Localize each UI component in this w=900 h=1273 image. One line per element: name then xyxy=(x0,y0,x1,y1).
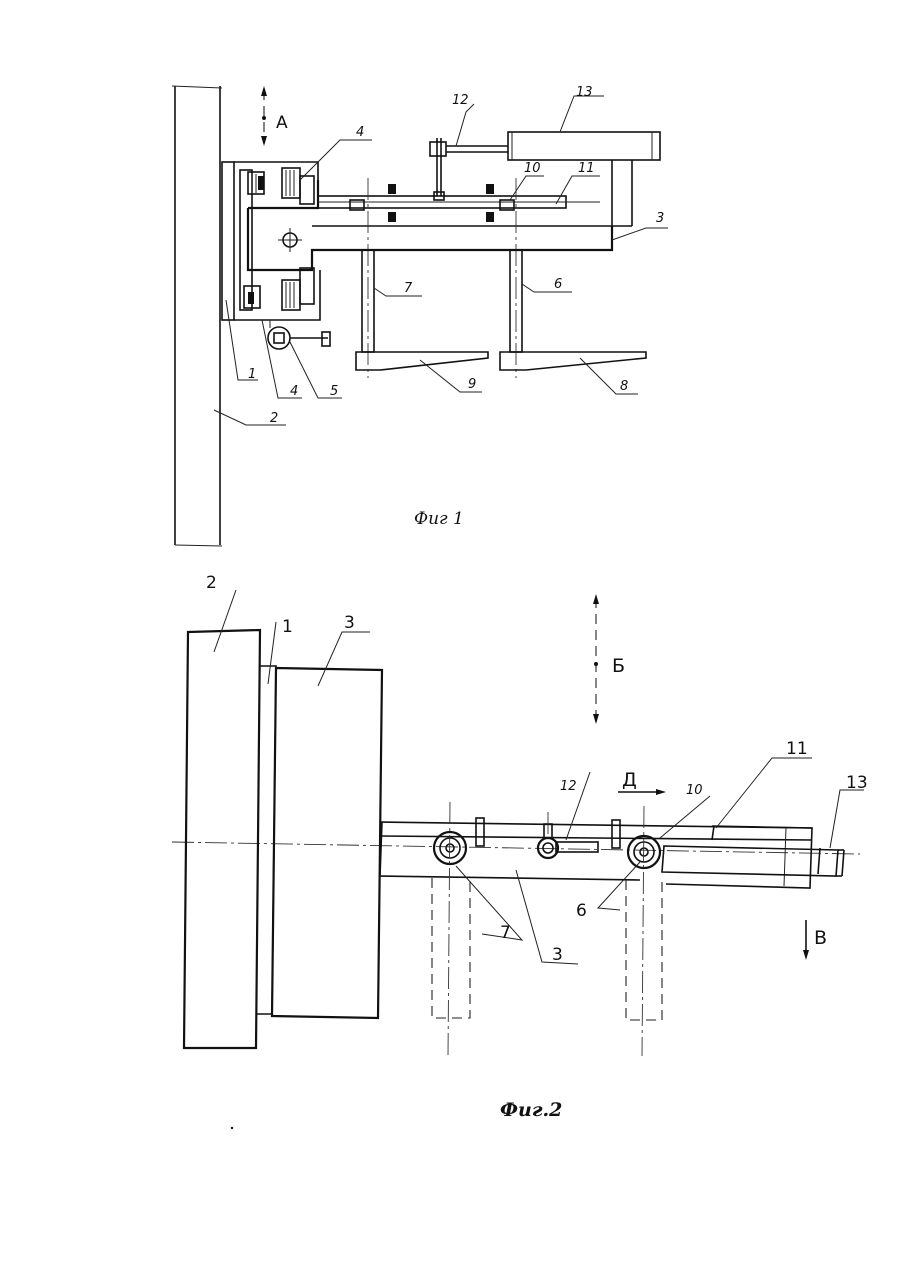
beam-3-body xyxy=(272,668,382,1018)
label-6: 6 xyxy=(576,901,587,921)
beam-3-arm xyxy=(380,822,812,880)
main-beam-3 xyxy=(248,180,612,270)
label-3-bottom: 3 xyxy=(552,945,563,965)
carriage-plate xyxy=(222,162,234,320)
upper-roller-assembly xyxy=(248,168,314,204)
direction-arrow-a xyxy=(261,86,267,146)
column-bottom-break xyxy=(175,545,222,546)
arrow-a-label: A xyxy=(276,113,288,133)
label-2: 2 xyxy=(270,411,278,426)
fork-8 xyxy=(500,352,646,370)
cylinder-assembly xyxy=(430,132,660,200)
label-7: 7 xyxy=(404,281,413,296)
figure-2-caption: Фиг.2 xyxy=(500,1099,562,1121)
label-13: 13 xyxy=(576,85,593,100)
figure-2: 2 1 3 Б 12 Д 10 11 13 6 В 7 3 Фиг.2 xyxy=(172,573,868,1121)
label-7: 7 xyxy=(500,923,511,943)
arrow-d-label: Д xyxy=(622,769,637,791)
lower-roller-assembly xyxy=(244,268,314,310)
direction-arrow-v xyxy=(803,920,809,960)
label-1: 1 xyxy=(248,367,256,382)
arrow-v-label: В xyxy=(814,927,827,949)
roller-5 xyxy=(268,320,330,349)
label-10: 10 xyxy=(524,161,541,176)
label-3: 3 xyxy=(656,211,664,226)
label-12: 12 xyxy=(452,93,469,108)
tine-7-hidden xyxy=(432,878,470,1018)
rod-12 xyxy=(556,842,598,852)
stray-mark xyxy=(231,1127,233,1129)
label-3-top: 3 xyxy=(344,613,355,633)
arrow-b-label: Б xyxy=(612,655,625,677)
label-2: 2 xyxy=(206,573,217,593)
label-11: 11 xyxy=(578,161,595,176)
label-1: 1 xyxy=(282,617,293,637)
column-top-break xyxy=(172,86,222,88)
label-6: 6 xyxy=(554,277,562,292)
label-8: 8 xyxy=(620,379,628,394)
label-13: 13 xyxy=(846,773,868,793)
label-9: 9 xyxy=(468,377,476,392)
label-4-upper: 4 xyxy=(356,125,364,140)
clamp-right xyxy=(612,820,620,848)
tine-6-hidden xyxy=(626,880,662,1020)
guide-rail xyxy=(240,170,252,310)
label-10: 10 xyxy=(686,783,703,798)
figure-1-caption: Фиг 1 xyxy=(414,509,464,529)
clamp-left xyxy=(476,818,484,846)
label-5: 5 xyxy=(330,384,338,399)
figure-1: A 4 12 13 10 11 3 7 6 9 8 1 4 5 2 Фиг 1 xyxy=(172,85,668,546)
label-12: 12 xyxy=(560,779,577,794)
label-4-lower: 4 xyxy=(290,384,298,399)
label-11: 11 xyxy=(786,739,808,759)
rack-11 xyxy=(666,826,812,888)
leaders-fig2 xyxy=(214,590,864,964)
direction-arrow-b xyxy=(593,594,599,724)
column-2 xyxy=(184,630,260,1048)
cylinder-13 xyxy=(508,132,660,160)
